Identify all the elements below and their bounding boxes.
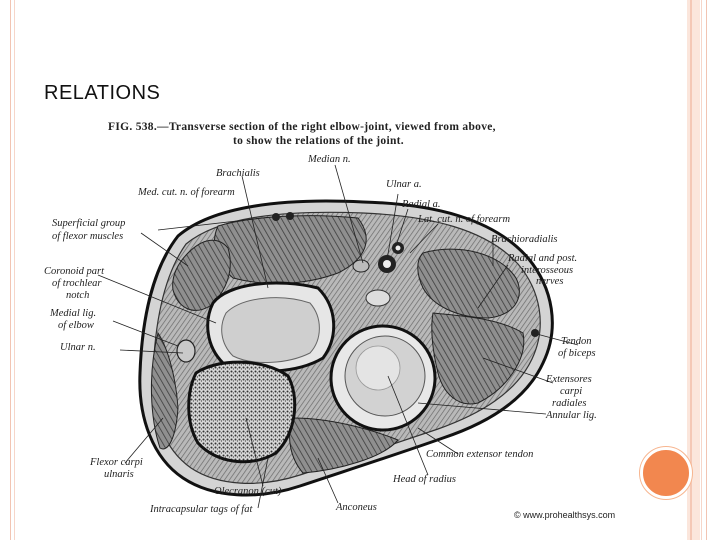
elbow-section-illustration: FIG. 538.—Transverse section of the righ… bbox=[44, 121, 597, 515]
label-medial-lig-1: Medial lig. bbox=[49, 308, 96, 319]
label-intracapsular: Intracapsular tags of fat bbox=[149, 504, 253, 515]
slide-frame-outer bbox=[10, 0, 707, 540]
label-annular: Annular lig. bbox=[545, 410, 597, 421]
label-radial-a: Radial a. bbox=[401, 199, 441, 210]
label-lat-cut-n: Lat. cut. n. of forearm bbox=[417, 214, 510, 225]
label-ulnar-n: Ulnar n. bbox=[60, 342, 96, 353]
biceps-tendon bbox=[365, 289, 391, 307]
label-common-ext: Common extensor tendon bbox=[426, 449, 533, 460]
label-flexor-1: Flexor carpi bbox=[89, 457, 143, 468]
cephalic-vein bbox=[531, 329, 539, 337]
slide-title: RELATIONS bbox=[44, 82, 161, 104]
anconeus-muscle bbox=[289, 417, 399, 474]
radial-artery-lumen bbox=[395, 245, 401, 251]
label-radial-post-1: Radial and post. bbox=[507, 253, 577, 264]
slide-frame-inner bbox=[14, 0, 702, 540]
label-head-radius: Head of radius bbox=[392, 474, 456, 485]
label-flexor-2: ulnaris bbox=[104, 469, 134, 480]
label-superficial-2: of flexor muscles bbox=[52, 231, 123, 242]
extensor-muscle bbox=[431, 312, 525, 405]
leader-lines bbox=[97, 164, 579, 509]
label-brachialis: Brachialis bbox=[216, 168, 260, 179]
label-coronoid-1: Coronoid part bbox=[44, 266, 105, 277]
caption-line-1: FIG. 538.—Transverse section of the righ… bbox=[108, 121, 496, 133]
flexor-carpi-ulnaris-muscle bbox=[150, 331, 179, 450]
label-tendon-1: Tendon bbox=[561, 336, 592, 347]
superficial-vein-2 bbox=[286, 212, 294, 220]
label-med-cut-n: Med. cut. n. of forearm bbox=[137, 187, 235, 198]
label-coronoid-3: notch bbox=[66, 290, 89, 301]
median-nerve bbox=[352, 259, 370, 273]
label-ulnar-a: Ulnar a. bbox=[386, 179, 422, 190]
label-ext-2: carpi bbox=[560, 386, 582, 397]
label-anconeus: Anconeus bbox=[335, 502, 377, 513]
label-superficial-1: Superficial group bbox=[52, 218, 125, 229]
label-ext-3: radiales bbox=[552, 398, 586, 409]
label-brachioradialis: Brachioradialis bbox=[491, 234, 558, 245]
ulnar-artery-lumen bbox=[383, 260, 391, 268]
label-olecranon: Olecranon (cut) bbox=[214, 486, 282, 497]
caption-line-2: to show the relations of the joint. bbox=[233, 135, 404, 147]
label-radial-post-2: interosseous bbox=[521, 265, 573, 276]
right-accent-bar bbox=[687, 0, 700, 540]
orange-circle-decoration bbox=[640, 447, 692, 499]
label-median-n: Median n. bbox=[307, 154, 351, 165]
label-coronoid-2: of trochlear bbox=[52, 278, 102, 289]
copyright-notice: © www.prohealthsys.com bbox=[514, 510, 616, 520]
label-radial-post-3: nerves bbox=[536, 276, 563, 287]
right-accent-line bbox=[690, 0, 692, 540]
anatomy-figure: FIG. 538.—Transverse section of the righ… bbox=[38, 118, 638, 523]
label-ext-1: Extensores bbox=[545, 374, 592, 385]
superficial-vein-1 bbox=[272, 213, 280, 221]
radius-head-center bbox=[355, 345, 401, 391]
trochlea-inner bbox=[221, 297, 320, 363]
olecranon-bone bbox=[187, 360, 297, 464]
ulnar-nerve bbox=[176, 339, 196, 363]
brachioradialis-muscle bbox=[417, 248, 520, 319]
label-medial-lig-2: of elbow bbox=[58, 320, 94, 331]
label-tendon-2: of biceps bbox=[558, 348, 596, 359]
